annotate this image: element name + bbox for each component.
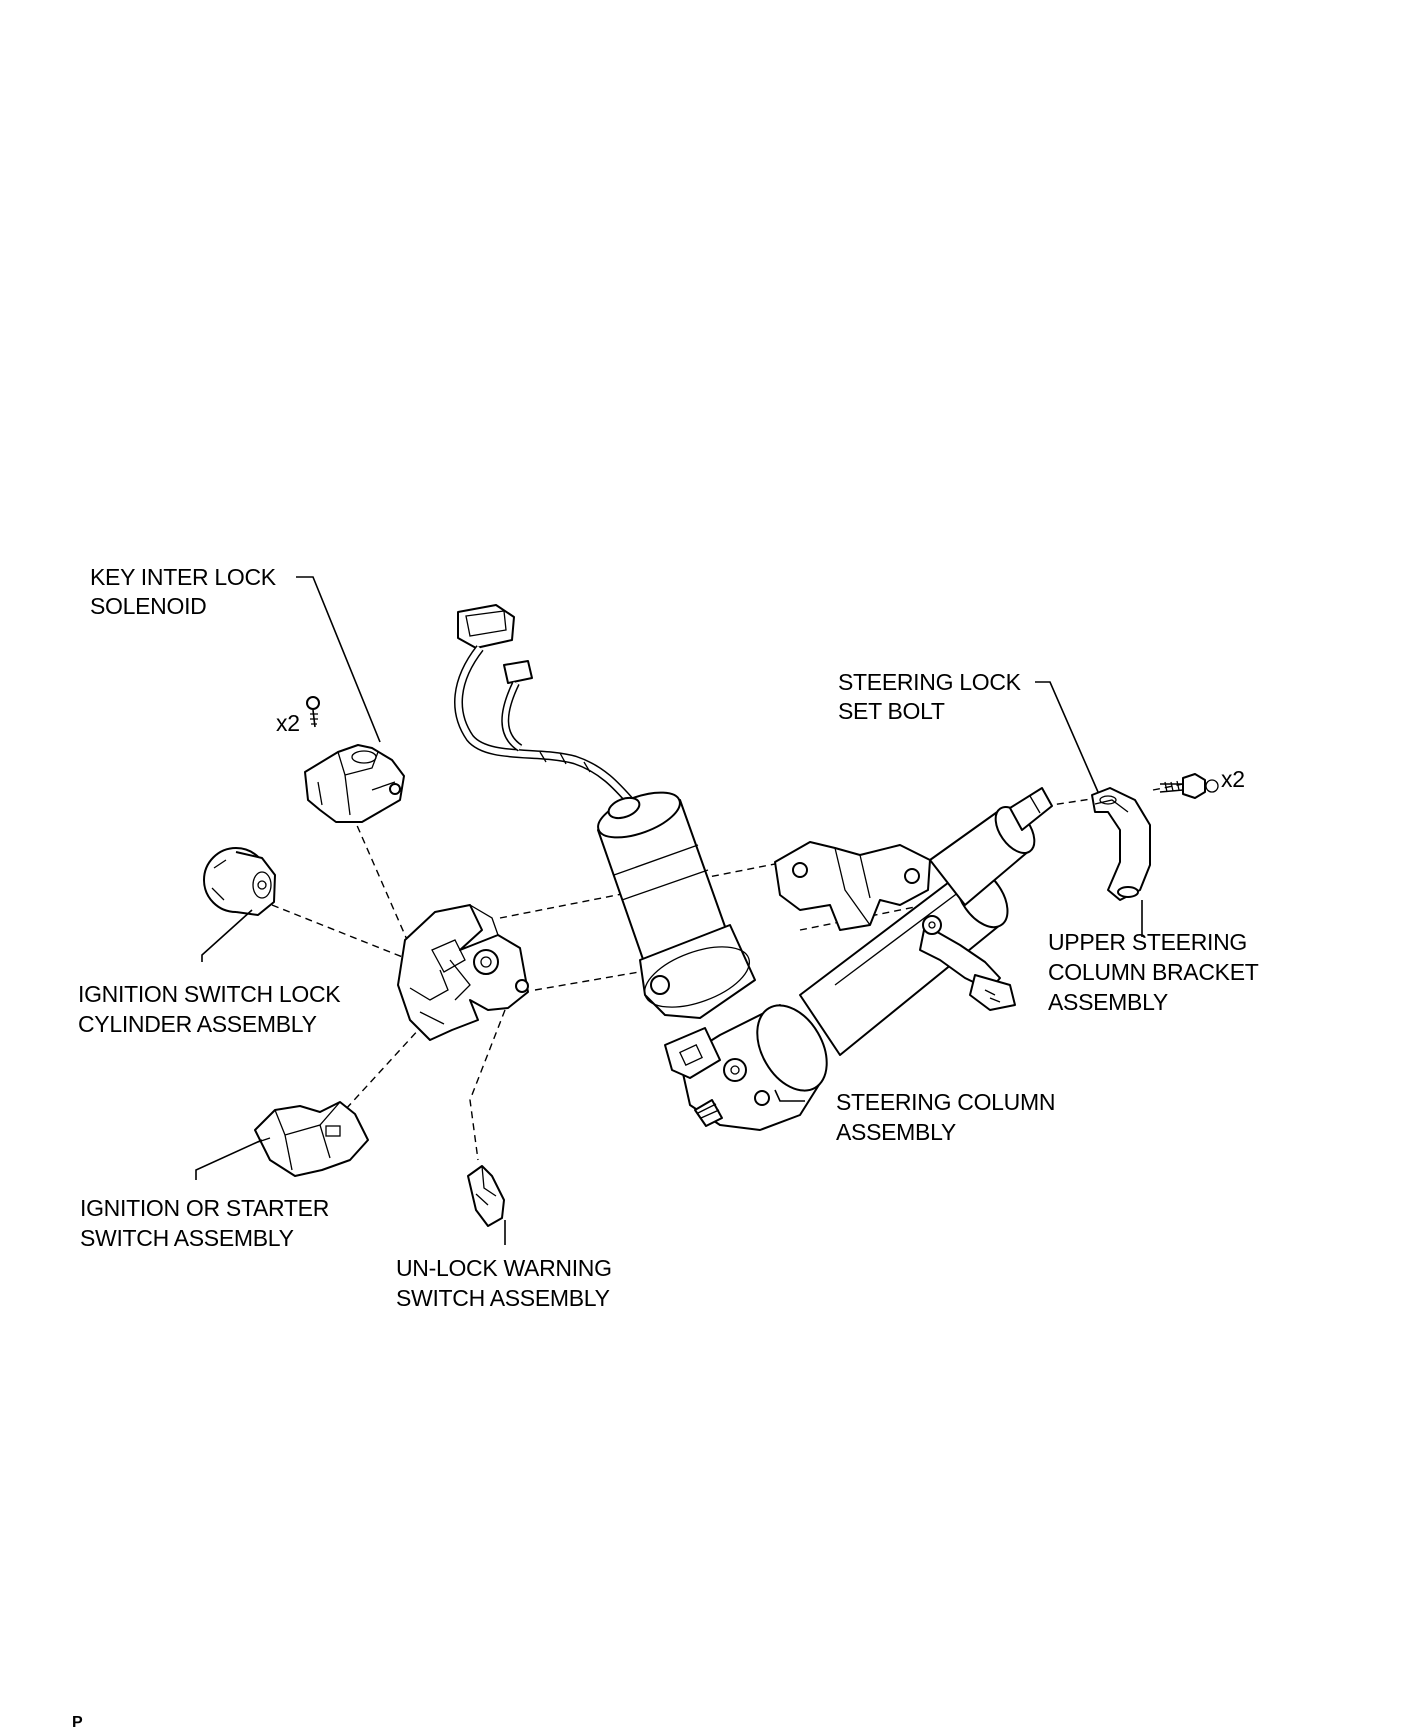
steering-column-assembly-label: STEERING COLUMN ASSEMBLY <box>836 1089 1055 1145</box>
solenoid-screw-quantity: x2 <box>276 710 300 736</box>
label-line-1: IGNITION SWITCH LOCK <box>78 981 341 1007</box>
upper-steering-column-bracket-label: UPPER STEERING COLUMN BRACKET ASSEMBLY <box>1048 929 1259 1015</box>
steering-lock-set-bolt-part <box>1159 773 1219 799</box>
label-line-2: CYLINDER ASSEMBLY <box>78 1011 317 1037</box>
unlock-warning-switch-part <box>467 1165 505 1227</box>
label-line-1: UPPER STEERING <box>1048 929 1247 955</box>
label-line-2: SWITCH ASSEMBLY <box>80 1225 294 1251</box>
ignition-switch-lock-cylinder-part <box>203 847 276 916</box>
label-line-1: STEERING COLUMN <box>836 1089 1055 1115</box>
ignition-starter-switch-part <box>254 1101 369 1177</box>
label-line-3: ASSEMBLY <box>1048 989 1168 1015</box>
upper-steering-column-bracket-part <box>1091 787 1151 901</box>
label-line-2: COLUMN BRACKET <box>1048 959 1259 985</box>
label-line-2: SOLENOID <box>90 593 206 619</box>
label-line-2: ASSEMBLY <box>836 1119 956 1145</box>
steering-lock-housing-part <box>397 904 529 1041</box>
motor-wiring-harness <box>454 604 642 814</box>
key-inter-lock-solenoid-part <box>304 744 405 823</box>
bracket-bolt-quantity: x2 <box>1221 766 1245 792</box>
page-marker: P <box>72 1714 83 1731</box>
label-line-1: STEERING LOCK <box>838 669 1022 695</box>
steering-column-assembly-part <box>597 787 1053 1131</box>
label-line-1: IGNITION OR STARTER <box>80 1195 329 1221</box>
ignition-switch-lock-cylinder-label: IGNITION SWITCH LOCK CYLINDER ASSEMBLY <box>78 981 342 1037</box>
leader-lines <box>195 576 1143 1245</box>
ignition-or-starter-switch-label: IGNITION OR STARTER SWITCH ASSEMBLY <box>80 1195 329 1251</box>
label-line-1: UN-LOCK WARNING <box>396 1255 612 1281</box>
label-line-2: SWITCH ASSEMBLY <box>396 1285 610 1311</box>
label-line-2: SET BOLT <box>838 698 945 724</box>
key-inter-lock-solenoid-label: KEY INTER LOCK SOLENOID <box>90 564 277 619</box>
unlock-warning-switch-label: UN-LOCK WARNING SWITCH ASSEMBLY <box>396 1255 612 1311</box>
label-line-1: KEY INTER LOCK <box>90 564 277 590</box>
steering-lock-set-bolt-label: STEERING LOCK SET BOLT <box>838 669 1022 724</box>
solenoid-screw <box>306 696 320 728</box>
